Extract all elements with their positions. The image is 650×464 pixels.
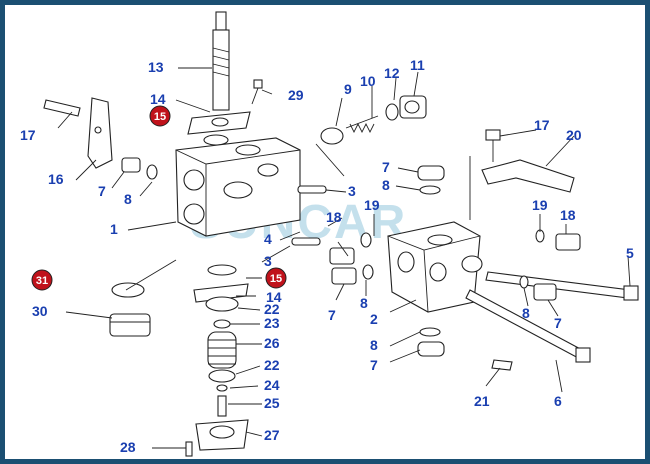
label-22-upper: 22 bbox=[264, 301, 280, 317]
plug-18-right bbox=[535, 229, 581, 251]
label-18-left: 18 bbox=[326, 209, 342, 225]
bracket-20 bbox=[481, 159, 575, 193]
label-30: 30 bbox=[32, 303, 48, 319]
label-28: 28 bbox=[120, 439, 136, 455]
label-19-right: 19 bbox=[532, 197, 548, 213]
label-3-upper: 3 bbox=[348, 183, 356, 199]
label-19-left: 19 bbox=[364, 197, 380, 213]
bolt-17-left bbox=[43, 99, 81, 117]
cover-plate-upper bbox=[187, 111, 251, 146]
label-8-left: 8 bbox=[124, 191, 132, 207]
valve-body-1 bbox=[175, 137, 301, 237]
label-7-right-mid: 7 bbox=[554, 315, 562, 331]
label-1: 1 bbox=[110, 221, 118, 237]
label-8-left-mid: 8 bbox=[360, 295, 368, 311]
badge-15-upper: 15 bbox=[149, 105, 171, 127]
label-6: 6 bbox=[554, 393, 562, 409]
leader-lines-left bbox=[57, 67, 419, 449]
leader-lines-right bbox=[315, 129, 631, 393]
label-8-right-top: 8 bbox=[382, 177, 390, 193]
label-3-lower: 3 bbox=[264, 253, 272, 269]
label-10: 10 bbox=[360, 73, 376, 89]
label-20: 20 bbox=[566, 127, 582, 143]
label-7-left-mid: 7 bbox=[328, 307, 336, 323]
label-21: 21 bbox=[474, 393, 490, 409]
label-17-right: 17 bbox=[534, 117, 550, 133]
label-11: 11 bbox=[410, 57, 425, 73]
bolt-17-right bbox=[485, 129, 501, 162]
label-26: 26 bbox=[264, 335, 280, 351]
label-14-upper: 14 bbox=[150, 91, 166, 107]
label-8-bottom: 8 bbox=[370, 337, 378, 353]
label-25: 25 bbox=[264, 395, 280, 411]
label-2: 2 bbox=[370, 311, 378, 327]
cap-7-right-top bbox=[417, 165, 445, 195]
bracket-16 bbox=[87, 97, 113, 169]
lower-stack bbox=[185, 264, 249, 457]
label-9: 9 bbox=[344, 81, 352, 97]
bolt-5 bbox=[485, 271, 639, 301]
pin-3-lower bbox=[291, 237, 321, 246]
label-22-lower: 22 bbox=[264, 357, 280, 373]
svg-text:15: 15 bbox=[154, 111, 166, 123]
label-12: 12 bbox=[384, 65, 400, 81]
label-27: 27 bbox=[264, 427, 280, 443]
svg-text:15: 15 bbox=[270, 273, 282, 285]
plug-7-left-mid bbox=[331, 264, 374, 285]
label-7-left: 7 bbox=[98, 183, 106, 199]
spool-shaft bbox=[212, 11, 230, 111]
label-29: 29 bbox=[288, 87, 304, 103]
svg-text:31: 31 bbox=[36, 275, 48, 287]
bolt-21 bbox=[491, 359, 513, 371]
label-4: 4 bbox=[264, 231, 272, 247]
valve-body-2 bbox=[387, 221, 483, 313]
label-18-right: 18 bbox=[560, 207, 576, 223]
label-8-right-mid: 8 bbox=[522, 305, 530, 321]
bolt-29 bbox=[251, 79, 263, 105]
label-13: 13 bbox=[148, 59, 164, 75]
bolt-6 bbox=[465, 289, 591, 363]
plug-7-left bbox=[121, 157, 158, 180]
cap-7-bottom bbox=[417, 327, 445, 357]
spring-group-top bbox=[320, 95, 427, 145]
badge-15-lower: 15 bbox=[265, 267, 287, 289]
label-7-right-top: 7 bbox=[382, 159, 390, 175]
label-14-lower: 14 bbox=[266, 289, 282, 305]
label-23: 23 bbox=[264, 315, 280, 331]
plug-30 bbox=[109, 313, 151, 337]
label-7-bottom: 7 bbox=[370, 357, 378, 373]
label-5: 5 bbox=[626, 245, 634, 261]
badge-31: 31 bbox=[31, 269, 53, 291]
label-17-left: 17 bbox=[20, 127, 36, 143]
label-24: 24 bbox=[264, 377, 280, 393]
oring-31 bbox=[111, 282, 145, 298]
pin-3-upper bbox=[297, 185, 327, 194]
label-16: 16 bbox=[48, 171, 64, 187]
